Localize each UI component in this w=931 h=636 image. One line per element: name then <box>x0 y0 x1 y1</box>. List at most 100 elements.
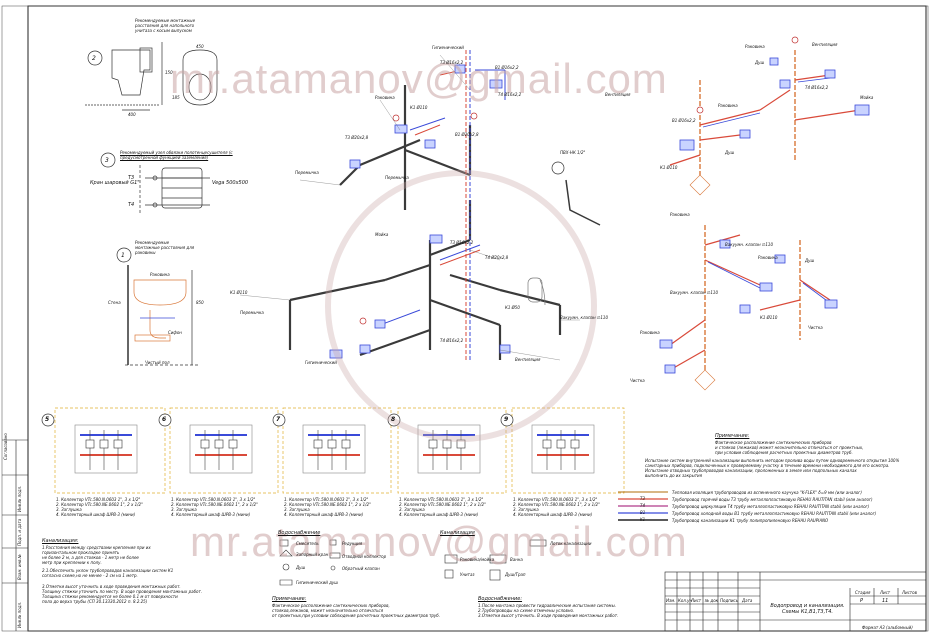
axon-label-10: Мойка <box>375 232 389 237</box>
detail-1-label-wall: Стена <box>108 300 121 305</box>
manifold-8-spec: 1. Коллектор VTc.580.N.0603 1", 3 х 1/2"… <box>399 497 486 517</box>
axon-label-15: К1 Ø50 <box>505 305 520 310</box>
tb-header-izm: Изм. <box>666 598 676 603</box>
manifold-spec-line: 4. Коллекторный шкаф ШРВ-3 (мини) <box>171 512 251 517</box>
symbols-vodosnab-title: Водоснабжение <box>278 530 321 536</box>
manifold-8-number: 8 <box>391 416 396 423</box>
manifold-spec-line: 3. Заглушка <box>56 507 82 512</box>
axon-label-21: Перемычка <box>385 175 409 180</box>
watermark-email-top: mr.atamanov@gmail.com <box>170 55 668 102</box>
note2-text: Фактическое расположение сантехнических … <box>272 603 440 618</box>
manifold-spec-line: 2. Коллектор VTc.580.NE.0602 1", 2 х 1/2… <box>284 502 371 507</box>
riser-label-2: Вентиляция <box>812 42 838 47</box>
detail-3-number: 3 <box>105 157 109 164</box>
manifold-spec-line: 1. Коллектор VTc.580.N.0603 1", 3 х 1/2" <box>284 497 369 502</box>
sym-sink: Раковина/мойка <box>460 557 495 562</box>
manifold-5-number: 5 <box>45 416 50 423</box>
manifold-internals <box>74 424 595 474</box>
manifold-7-number: 7 <box>276 416 281 423</box>
tb-format: Формат А3 (альбомный) <box>862 625 913 630</box>
riser-label-8: В1 Ø16х2,2 <box>672 118 696 123</box>
manifold-spec-line: 1. Коллектор VTc.580.N.0603 1", 3 х 1/2" <box>399 497 484 502</box>
manifold-spec-line: 4. Коллекторный шкаф ШРВ-3 (мини) <box>56 512 136 517</box>
legend-insulation: Тепловая изоляция трубопроводов из вспен… <box>672 490 862 495</box>
axon-label-2: Т3 Ø16х2,2 <box>440 60 464 65</box>
legend-b1-code: В1 <box>640 510 646 515</box>
stamp-soglasovano: Согласовано <box>3 433 8 460</box>
axon-label-17: Гигиенический <box>305 360 337 365</box>
kanal-line: Толщина стяжки рекомендуется не более 0.… <box>42 594 178 599</box>
detail-3-label-t3: Т3 <box>128 175 135 181</box>
axon-label-12: Т4 Ø20х2,8 <box>485 255 509 260</box>
sym-valve: Запорный кран <box>296 552 329 557</box>
riser-label-14: Душ <box>805 258 815 263</box>
axon-label-20: ПВХ-НК 1/2" <box>560 150 586 155</box>
sym-shower: Душ <box>296 565 306 570</box>
tb-header-doc: № док <box>705 598 719 603</box>
tb-header-sign: Подпись <box>720 598 738 603</box>
testing-note: Испытание систем внутренней канализации … <box>645 458 899 478</box>
riser-label-4: Мойка <box>860 95 874 100</box>
tb-stage-hdr: Стадия <box>855 590 871 595</box>
kanal-line: 1.Расстояния между средствами крепления … <box>42 545 151 550</box>
stamp-podp1: Подп. и дата <box>17 518 22 546</box>
legend-t3: Трубопровод горячей воды Т3 трубу металл… <box>672 497 873 502</box>
manifold-6-number: 6 <box>162 416 167 423</box>
legend-t4-code: Т4 <box>640 503 645 508</box>
symbol-icons <box>279 539 547 586</box>
legend-t3-code: Т3 <box>640 496 645 501</box>
riser-label-16: К1 Ø110 <box>760 315 778 320</box>
manifold-spec-line: 4. Коллекторный шкаф ШРВ-3 (мини) <box>513 512 593 517</box>
manifold-spec-line: 3. Заглушка <box>171 507 197 512</box>
manifold-spec-line: 4. Коллекторный шкаф ШРВ-3 (мини) <box>284 512 364 517</box>
manifold-9-number: 9 <box>504 416 509 423</box>
watermark-email-bottom: mr.atamanov@gmail.com <box>190 518 688 565</box>
note-line: Фактическое расположение сантехнических … <box>715 440 832 445</box>
riser-label-15: Вакуумн. клапан ∅110 <box>670 290 719 295</box>
right-risers-upper <box>669 36 870 196</box>
detail-3-label-dryer: Vega 500х500 <box>212 180 249 186</box>
detail-2-number: 2 <box>92 55 96 62</box>
sym-mixer: Смеситель <box>296 541 319 546</box>
kanal-line: метр при креплении к полу. <box>42 560 102 565</box>
manifold-7-spec: 1. Коллектор VTc.580.N.0603 1", 3 х 1/2"… <box>284 497 371 517</box>
kanal-line: 2.1.Обеспечить уклон трубопроводов канал… <box>42 568 174 573</box>
riser-label-12: Вакуумн. клапан ∅110 <box>725 242 774 247</box>
note-title: Примечание: <box>715 433 750 439</box>
vodosnab-line: 1.После монтажа провести гидравлические … <box>478 603 616 608</box>
legend-k1-code: K1 <box>640 517 646 522</box>
vodosnab-line: 3.Отметки высот уточнить. В ходе проведе… <box>478 613 619 618</box>
detail-2-toilet <box>85 42 218 111</box>
axon-label-9: Перемычка <box>295 170 319 175</box>
side-stamp-frame <box>2 439 28 631</box>
tb-stage: Р <box>860 598 864 604</box>
riser-label-10: Душ <box>725 150 735 155</box>
testing-line: Испытание отводных трубопроводов канализ… <box>645 468 857 473</box>
detail-3-towel-dryer <box>100 152 210 215</box>
tb-header-date: Дата <box>742 598 753 603</box>
stamp-vzam: Взам. инв.№ <box>17 554 22 580</box>
manifold-spec-line: 2. Коллектор VTc.580.NE.0602 1", 2 х 1/2… <box>171 502 258 507</box>
manifold-6-spec: 1. Коллектор VTc.580.N.0603 1", 3 х 1/2"… <box>171 497 258 517</box>
manifold-boxes <box>41 407 625 494</box>
axon-label-8: Т3 Ø20х2,8 <box>345 135 369 140</box>
testing-line: санитарных приборов, подключенных к пров… <box>645 463 890 468</box>
sym-bath: Ванна <box>510 557 523 562</box>
note-line: и стояков (лежаков) может незначительно … <box>715 445 864 450</box>
riser-label-11: Раковина <box>670 212 690 217</box>
vodosnab-items: 1.После монтажа провести гидравлические … <box>478 603 618 618</box>
kanal-line: Толщину стяжки уточнить по месту. В ходе… <box>42 589 203 594</box>
detail-2-dim-2: 400 <box>128 112 136 117</box>
tb-sheet-hdr: Лист <box>880 590 891 595</box>
pipe-legend-lines <box>618 491 668 521</box>
riser-label-13: Раковина <box>758 255 778 260</box>
legend-t4: Трубопровод циркуляции Т4 трубу металлоп… <box>672 504 870 509</box>
manifold-5-spec: 1. Коллектор VTc.580.N.0603 1", 3 х 1/2"… <box>56 497 143 517</box>
manifold-spec-line: 1. Коллектор VTc.580.N.0603 1", 3 х 1/2" <box>56 497 141 502</box>
detail-1-sink <box>116 247 200 366</box>
axon-label-4: Т4 Ø16х2,2 <box>498 92 522 97</box>
sym-toilet: Унитаз <box>460 572 475 577</box>
right-risers-lower <box>659 225 838 391</box>
detail-1-dim-1: 850 <box>196 300 204 305</box>
